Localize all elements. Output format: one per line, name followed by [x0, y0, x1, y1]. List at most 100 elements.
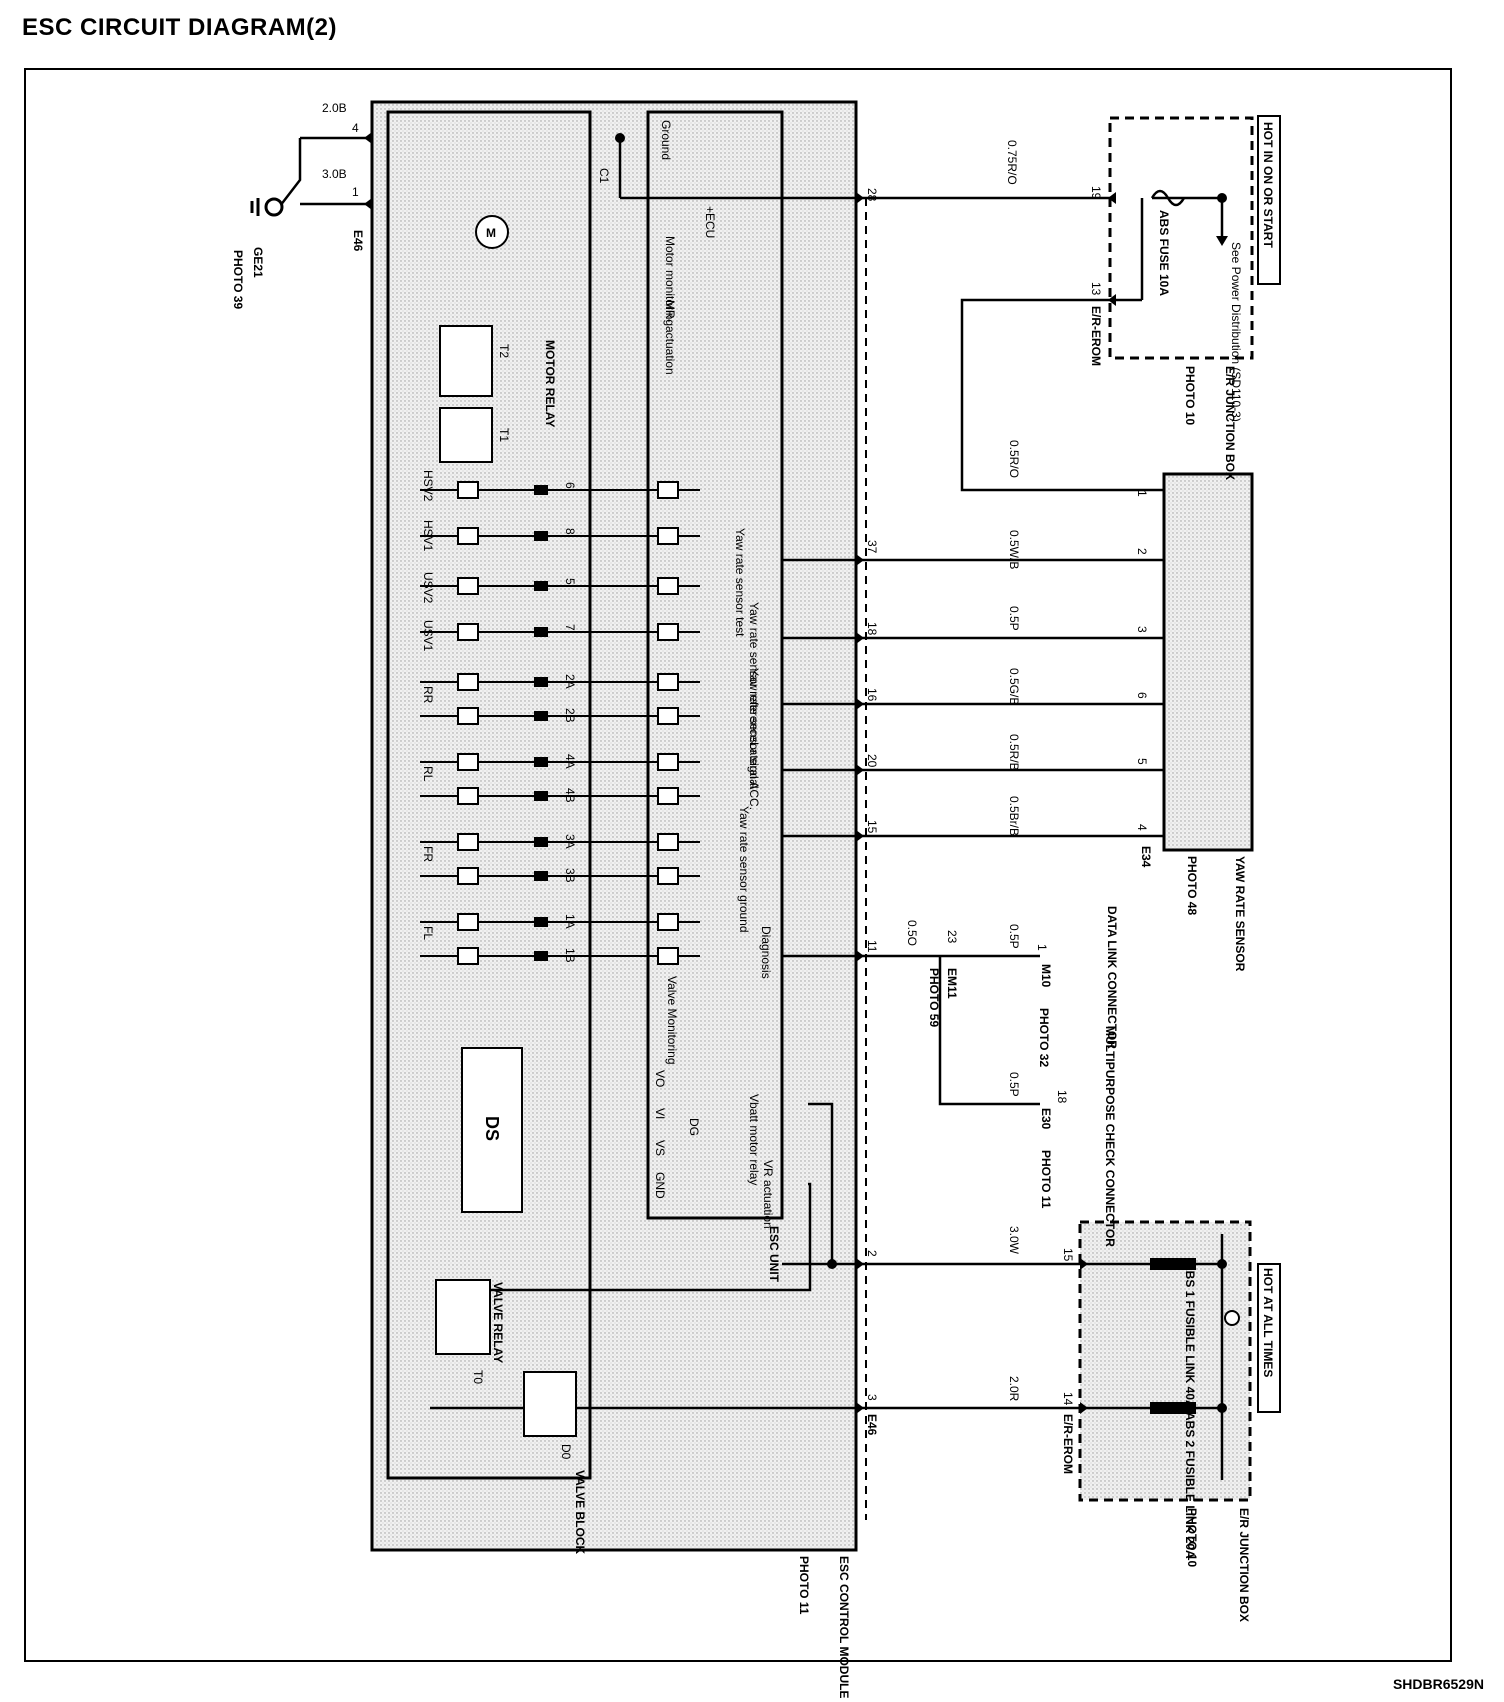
valve-name: RL — [421, 766, 435, 782]
abs-fuse-symbol — [1150, 189, 1186, 207]
top-box-pin-19: 19 — [1089, 186, 1103, 200]
t1-label: T1 — [497, 428, 511, 442]
wire-2-pin: 2 — [865, 1250, 879, 1257]
dg-pin-vo: VO — [653, 1070, 667, 1087]
dg-pin-vs: VS — [653, 1140, 667, 1156]
valve-terminal — [534, 581, 548, 591]
wire-11-pin: 11 — [865, 940, 879, 953]
wire-15-color: 0.5Br/B — [1007, 796, 1021, 836]
em11-pin: 23 — [945, 930, 959, 944]
e46-label: E46 — [865, 1414, 879, 1436]
multipurpose-pin: 18 — [1055, 1090, 1069, 1104]
bottom-box-pin-14: 14 — [1061, 1392, 1075, 1406]
ground-connector: E46 — [351, 230, 365, 252]
wire-2-color: 3.0W — [1007, 1226, 1021, 1255]
valve-terminal — [534, 531, 548, 541]
bottom-box-photo: PHOTO 10 — [1185, 1508, 1199, 1567]
t2-label: T2 — [497, 344, 511, 358]
motor-relay-label: MOTOR RELAY — [543, 340, 557, 427]
wire-ground — [279, 136, 372, 207]
lateral-acc-label: Lateral ACC. — [747, 742, 761, 810]
wire-20-color: 0.5R/B — [1007, 734, 1021, 771]
data-link-pin: 1 — [1035, 944, 1049, 951]
multipurpose-wire: 0.5P — [1007, 1072, 1021, 1097]
em11-connector: EM11 — [945, 968, 959, 999]
valve-name: USV1 — [421, 620, 435, 652]
valve-pin: 2A — [563, 674, 577, 689]
dg-label: DG — [687, 1118, 701, 1136]
em11-photo: PHOTO 59 — [927, 968, 941, 1027]
valve-pin: 1B — [563, 948, 577, 963]
er-junction-box-top — [1108, 116, 1254, 360]
ground-symbol — [250, 197, 284, 217]
wire-20-pin: 20 — [865, 754, 879, 768]
ground-photo: PHOTO 39 — [231, 250, 245, 309]
valve-block-label: VALVE BLOCK — [573, 1470, 587, 1555]
vr-actuation-label: VR actuation — [761, 1160, 775, 1229]
valve-pin: 4A — [563, 754, 577, 769]
wire-3-pin: 3 — [865, 1394, 879, 1401]
yaw-sensor-photo: PHOTO 48 — [1185, 856, 1199, 915]
valve-coils: 68572A2B4A4B3A3B1A1BHSV2HSV1USV2USV1RRRL… — [420, 470, 700, 965]
ground-label: GE21 — [251, 247, 265, 278]
valve-coil — [457, 787, 479, 805]
esc-unit-label: ESC UNIT — [767, 1226, 781, 1283]
data-link-connector: M10 — [1039, 964, 1053, 988]
valve-coil — [457, 707, 479, 725]
yaw-pin-3: 3 — [1135, 626, 1149, 633]
top-box-photo: PHOTO 10 — [1183, 366, 1197, 425]
fusible-link-1-label: ABS 1 FUSIBLE LINK 40A — [1183, 1262, 1197, 1409]
valve-coil — [457, 947, 479, 965]
valve-name: FR — [421, 846, 435, 862]
fusible-link-2 — [1150, 1402, 1196, 1414]
multipurpose-name: MULTIPURPOSE CHECK CONNECTOR — [1103, 1026, 1117, 1247]
top-box-connector: E/R-EROM — [1089, 306, 1103, 366]
ground-wire-2: 3.0B — [322, 167, 347, 181]
wire-18-pin: 18 — [865, 622, 879, 636]
wire-3-color: 2.0R — [1007, 1376, 1021, 1402]
yaw-sensor-name: YAW RATE SENSOR — [1233, 856, 1247, 972]
connector-markers — [364, 132, 1227, 1414]
valve-pin: 8 — [563, 528, 577, 535]
yaw-ground-label: Yaw rate sensor ground — [737, 806, 751, 933]
fusible-link-1 — [1150, 1258, 1196, 1270]
valve-pin: 3B — [563, 868, 577, 883]
esc-unit-box — [646, 110, 784, 1220]
diode-d0 — [523, 1371, 577, 1437]
valve-name: RR — [421, 686, 435, 704]
esc-module-photo: PHOTO 11 — [797, 1556, 811, 1615]
wire-28-pin: 28 — [865, 188, 879, 202]
valve-pin: 5 — [563, 578, 577, 585]
dg-pin-vi: VI — [653, 1108, 667, 1119]
hot-in-on-or-start: HOT IN ON OR START — [1261, 122, 1275, 248]
yaw-pin-5: 5 — [1135, 758, 1149, 765]
driver-diode — [657, 481, 679, 499]
yaw-pin-1: 1 — [1135, 490, 1149, 497]
yaw-pin-6: 6 — [1135, 692, 1149, 699]
bottom-box-connector: E/R-EROM — [1061, 1414, 1075, 1474]
ground-wire-1: 2.0B — [322, 101, 347, 115]
wire-yaw-1 — [960, 298, 1164, 492]
driver-diode — [657, 787, 679, 805]
valve-terminal — [534, 837, 548, 847]
multipurpose-photo: PHOTO 11 — [1039, 1150, 1053, 1209]
wire-16-color: 0.5G/B — [1007, 668, 1021, 705]
motor-relay-t1 — [439, 407, 493, 463]
esc-module-label: ESC CONTROL MODULE — [837, 1556, 851, 1698]
wire-37-pin: 37 — [865, 540, 879, 554]
wire-15-pin: 15 — [865, 820, 879, 834]
vbatt-label: Vbatt motor relay — [747, 1094, 761, 1185]
wire-28-color: 0.75R/O — [1005, 140, 1019, 185]
valve-relay-label: VALVE RELAY — [491, 1282, 505, 1363]
diagnosis-label: Diagnosis — [759, 926, 773, 979]
driver-diode — [657, 673, 679, 691]
wire-yaw1-color: 0.5R/O — [1007, 440, 1021, 478]
driver-diode — [657, 527, 679, 545]
t0-label: T0 — [471, 1370, 485, 1384]
top-box-name: E/R JUNCTION BOX — [1223, 366, 1237, 480]
driver-diode — [657, 707, 679, 725]
mr-actuation-label: MR- actuation — [663, 300, 677, 375]
ground-pin-1: 1 — [352, 185, 359, 199]
valve-coil — [457, 577, 479, 595]
